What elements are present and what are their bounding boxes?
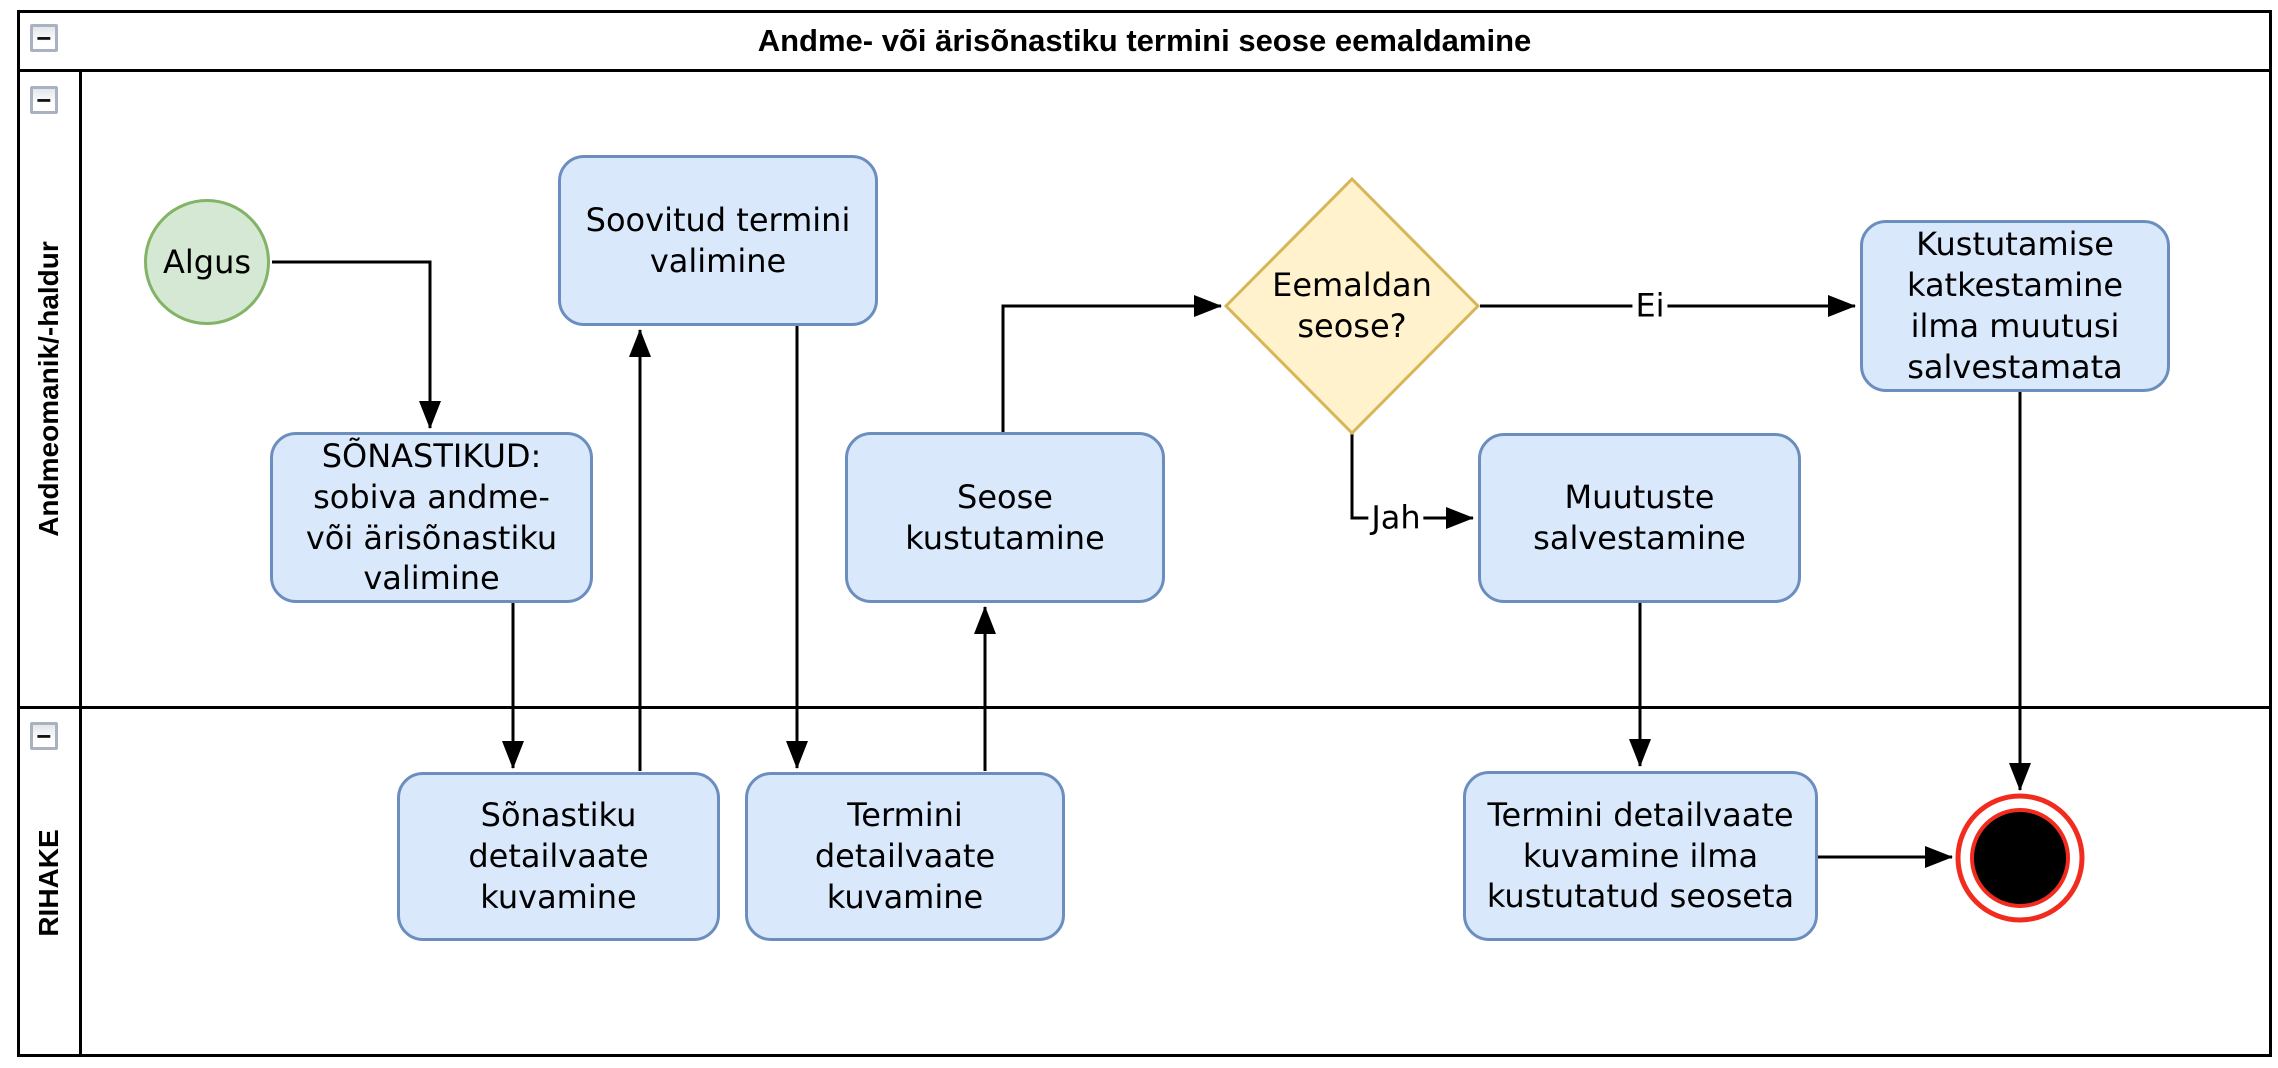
task-select-glossary[interactable]: SÕNASTIKUD: sobiva andme- või ärisõnasti… [270, 432, 593, 603]
task-select-term[interactable]: Soovitud termini valimine [558, 155, 878, 326]
task-label: Seose kustutamine [905, 477, 1105, 557]
task-label: Kustutamise katkestamine ilma muutusi sa… [1906, 225, 2124, 386]
task-label: Sõnastiku detailvaate kuvamine [468, 796, 649, 916]
edge-label-no: Ei [1632, 288, 1668, 324]
task-show-glossary-detail[interactable]: Sõnastiku detailvaate kuvamine [397, 772, 720, 941]
task-label: Soovitud termini valimine [585, 200, 851, 280]
minus-icon: − [36, 86, 52, 114]
minus-icon: − [36, 24, 52, 52]
decision-gateway-diamond[interactable] [1223, 176, 1481, 436]
edge-decision-yes-to-save-changes [1350, 433, 1474, 529]
start-event-algus[interactable]: Algus [144, 199, 270, 325]
task-save-changes[interactable]: Muutuste salvestamine [1478, 433, 1801, 603]
pool-collapse-button[interactable]: − [30, 24, 58, 52]
end-event[interactable] [1955, 793, 2085, 923]
minus-icon: − [36, 722, 52, 750]
lane-label-column-divider [79, 69, 82, 1057]
edge-delete-relation-to-decision [1001, 295, 1222, 432]
title-divider [17, 69, 2272, 72]
edge-start-to-select-glossary [272, 260, 441, 429]
task-label: Muutuste salvestamine [1533, 478, 1746, 557]
lane-andmeomanik-collapse-button[interactable]: − [30, 86, 58, 114]
lane-divider [17, 706, 2272, 709]
task-cancel-delete[interactable]: Kustutamise katkestamine ilma muutusi sa… [1860, 220, 2170, 392]
task-label: Termini detailvaate kuvamine [814, 796, 996, 916]
end-event-inner-disc [1970, 808, 2070, 908]
task-show-term-detail-without-relation[interactable]: Termini detailvaate kuvamine ilma kustut… [1463, 771, 1818, 941]
task-show-term-detail[interactable]: Termini detailvaate kuvamine [745, 772, 1065, 941]
diagram-title: Andme- või ärisõnastiku termini seose ee… [757, 23, 1532, 58]
task-delete-relation[interactable]: Seose kustutamine [845, 432, 1165, 603]
decision-gateway-label: Eemaldan seose? [1272, 266, 1432, 345]
lane-rihake-collapse-button[interactable]: − [30, 722, 58, 750]
task-label: Termini detailvaate kuvamine ilma kustut… [1486, 795, 1795, 916]
task-label: SÕNASTIKUD: sobiva andme- või ärisõnasti… [305, 436, 558, 598]
edge-label-yes: Jah [1368, 500, 1424, 536]
start-event-label: Algus [162, 242, 252, 281]
